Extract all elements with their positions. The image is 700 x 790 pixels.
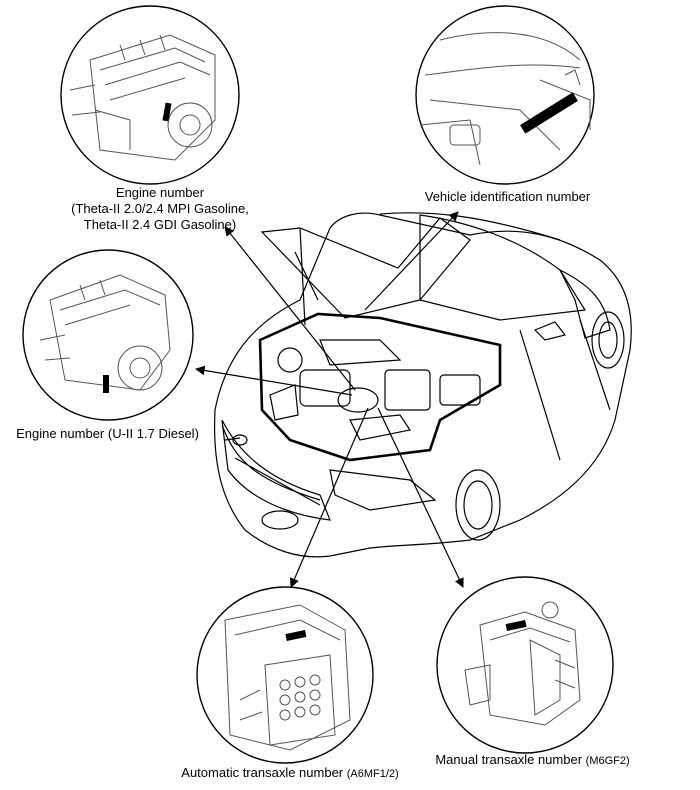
engine-gasoline-label-line2: (Theta-II 2.0/2.4 MPI Gasoline,: [71, 201, 249, 216]
vin-circle: [415, 5, 595, 185]
arrow-to-automatic-transaxle: [290, 407, 369, 588]
arrow-to-vin: [364, 211, 459, 311]
car-illustration: [213, 212, 632, 558]
automatic-transaxle-label-text: Automatic transaxle number: [181, 765, 347, 780]
vin-label: Vehicle identification number: [424, 189, 591, 204]
callout-arrows: [195, 211, 464, 588]
automatic-transaxle-circle: [196, 586, 374, 764]
automatic-transaxle-code: (A6MF1/2): [346, 768, 399, 780]
arrow-to-manual-transaxle: [377, 407, 464, 588]
manual-transaxle-code: (M6GF2): [585, 755, 630, 767]
engine-gasoline-circle: [60, 5, 240, 185]
arrow-to-engine-gasoline: [224, 226, 356, 391]
engine-gasoline-label-line1: Engine number: [115, 185, 205, 200]
manual-transaxle-circle: [436, 576, 614, 754]
automatic-transaxle-label: Automatic transaxle number (A6MF1/2): [170, 765, 410, 782]
engine-gasoline-label-line3: Theta-II 2.4 GDI Gasoline): [83, 217, 237, 232]
manual-transaxle-label-text: Manual transaxle number: [435, 752, 586, 767]
manual-transaxle-label: Manual transaxle number (M6GF2): [425, 752, 640, 769]
arrow-to-engine-diesel: [195, 365, 353, 396]
engine-diesel-circle: [22, 249, 194, 421]
engine-gasoline-label: Engine number (Theta-II 2.0/2.4 MPI Gaso…: [60, 185, 260, 233]
engine-diesel-label: Engine number (U-II 1.7 Diesel): [16, 426, 199, 441]
